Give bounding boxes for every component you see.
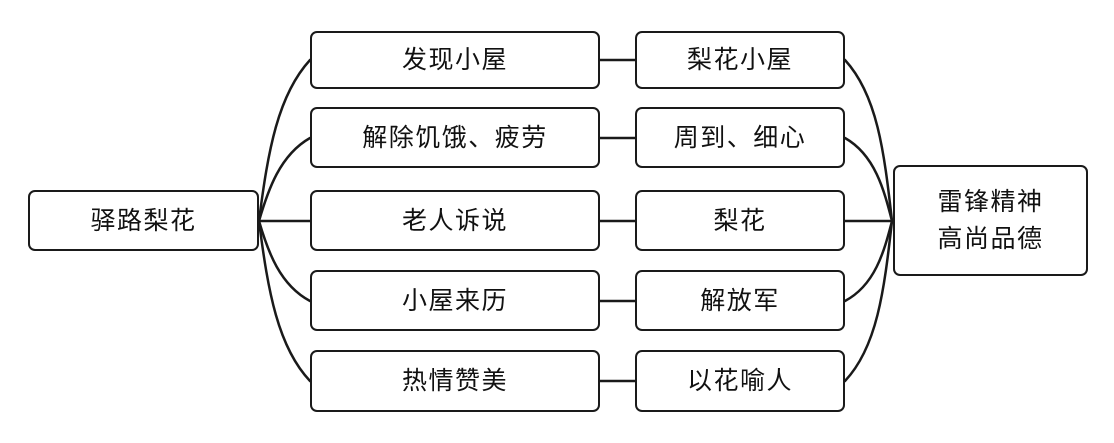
- node-event-1-label: 发现小屋: [401, 45, 508, 75]
- node-event-2[interactable]: 解除饥饿、疲劳: [310, 107, 600, 168]
- node-meaning-1[interactable]: 梨花小屋: [635, 31, 845, 89]
- connector-meaning-2-to-conclusion: [843, 136, 894, 223]
- node-meaning-5-label: 以花喻人: [686, 366, 793, 396]
- node-event-4-label: 小屋来历: [401, 285, 508, 315]
- node-event-2-label: 解除饥饿、疲劳: [362, 122, 548, 152]
- node-meaning-3-label: 梨花: [713, 205, 767, 235]
- node-event-3[interactable]: 老人诉说: [310, 190, 600, 251]
- connector-root-to-branch-5: [257, 219, 312, 383]
- node-meaning-2[interactable]: 周到、细心: [635, 107, 845, 168]
- node-conclusion[interactable]: 雷锋精神 高尚品德: [893, 165, 1088, 276]
- node-event-5[interactable]: 热情赞美: [310, 350, 600, 412]
- node-meaning-2-label: 周到、细心: [673, 122, 807, 152]
- node-meaning-1-label: 梨花小屋: [686, 45, 793, 75]
- connector-meaning-4-to-conclusion: [843, 219, 894, 303]
- node-event-5-label: 热情赞美: [401, 366, 508, 396]
- connector-root-to-branch-1: [257, 58, 312, 223]
- node-event-3-label: 老人诉说: [401, 205, 508, 235]
- connector-meaning-1-to-conclusion: [843, 58, 894, 223]
- node-event-4[interactable]: 小屋来历: [310, 270, 600, 331]
- node-meaning-5[interactable]: 以花喻人: [635, 350, 845, 412]
- node-conclusion-label: 雷锋精神 高尚品德: [937, 187, 1044, 253]
- node-root-title-label: 驿路梨花: [90, 205, 197, 235]
- connector-root-to-branch-2: [257, 136, 312, 223]
- node-meaning-3[interactable]: 梨花: [635, 190, 845, 251]
- node-root-title[interactable]: 驿路梨花: [28, 190, 259, 251]
- connector-meaning-5-to-conclusion: [843, 219, 894, 383]
- node-meaning-4-label: 解放军: [700, 285, 780, 315]
- node-event-1[interactable]: 发现小屋: [310, 31, 600, 89]
- node-meaning-4[interactable]: 解放军: [635, 270, 845, 331]
- connector-root-to-branch-4: [257, 219, 312, 303]
